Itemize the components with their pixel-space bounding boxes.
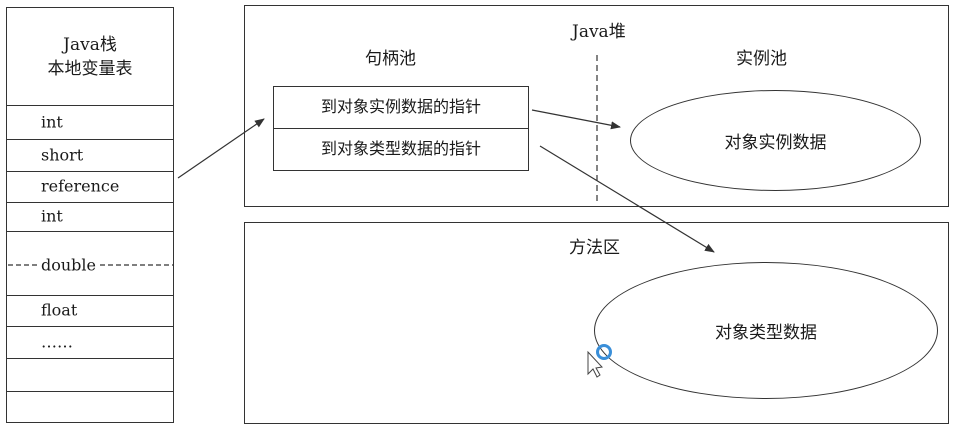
stack-slot-reference: reference bbox=[7, 172, 173, 203]
instance-pointer-arrow bbox=[531, 109, 621, 130]
stack-slot-label-double: double bbox=[41, 255, 97, 275]
method-area-region bbox=[244, 222, 949, 424]
stack-slot-label: …… bbox=[41, 332, 73, 352]
stack-slot-int-2: int bbox=[7, 203, 173, 232]
stack-slot-short: short bbox=[7, 140, 173, 172]
stack-slot-label: short bbox=[41, 145, 84, 165]
instance-pool-title: 实例池 bbox=[736, 49, 787, 69]
stack-slot-ellipsis: …… bbox=[7, 327, 173, 359]
type-data-label: 对象类型数据 bbox=[715, 323, 817, 343]
java-heap-title: Java堆 bbox=[572, 22, 626, 42]
instance-data-pointer-cell: 到对象实例数据的指针 bbox=[274, 87, 528, 129]
type-pointer-arrow bbox=[539, 145, 715, 253]
stack-slot-label: int bbox=[41, 112, 63, 132]
java-stack-header: Java栈 本地变量表 bbox=[7, 8, 173, 106]
method-area-title: 方法区 bbox=[569, 238, 620, 258]
stack-slot-label: int bbox=[41, 206, 63, 226]
type-data-pointer-cell: 到对象类型数据的指针 bbox=[320, 139, 481, 158]
instance-data-ellipse: 对象实例数据 bbox=[630, 90, 921, 191]
stack-slot-double-lower bbox=[7, 266, 173, 296]
java-stack-title: Java栈 bbox=[63, 35, 117, 55]
reference-to-handle-arrow bbox=[177, 118, 265, 179]
stack-slot-float: float bbox=[7, 296, 173, 327]
stack-slot-label: reference bbox=[41, 176, 120, 196]
handle-entry: 到对象实例数据的指针 到对象类型数据的指针 bbox=[273, 86, 529, 171]
instance-data-label: 对象实例数据 bbox=[724, 133, 827, 153]
handle-pool-title: 句柄池 bbox=[365, 49, 416, 69]
mouse-cursor-icon bbox=[587, 344, 612, 378]
stack-slot-int-1: int bbox=[7, 106, 173, 140]
local-variable-table-title: 本地变量表 bbox=[47, 59, 133, 79]
type-data-ellipse: 对象类型数据 bbox=[594, 262, 938, 399]
java-stack-table: Java栈 本地变量表 int short reference int doub… bbox=[6, 7, 174, 423]
stack-slot-empty-1 bbox=[7, 359, 173, 392]
stack-slot-double-upper: double bbox=[7, 232, 173, 275]
stack-slot-label: float bbox=[41, 300, 78, 320]
java-heap-region bbox=[244, 5, 949, 207]
